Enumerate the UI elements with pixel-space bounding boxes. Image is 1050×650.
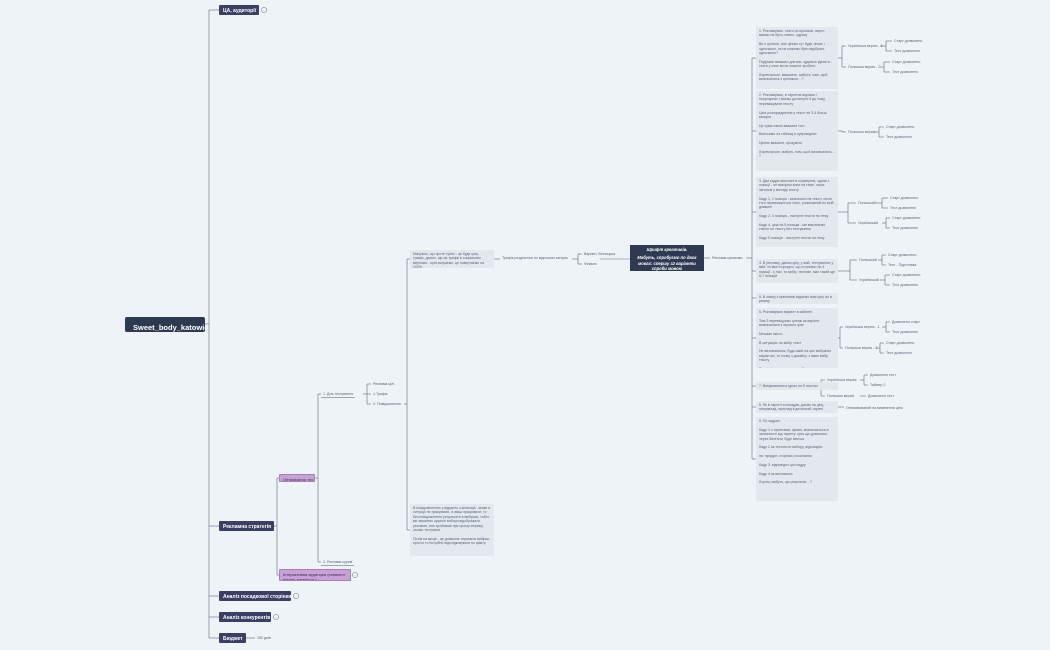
collapse-icon[interactable]: + [261, 7, 267, 13]
opt-goals[interactable]: Реклама цілі [373, 382, 395, 386]
opt-traffic[interactable]: 1.Трафік [373, 392, 388, 396]
creative-font-title: Шрифт креативів. [646, 247, 688, 252]
node-variant-a[interactable]: Варіант, Вінницька [584, 252, 616, 256]
leaf-g4b1[interactable]: Старт дозволено [892, 273, 921, 277]
note-top: Міксуємо, що проте тупих - це буде ціна,… [410, 250, 494, 268]
node-results[interactable]: Реклама креативи [712, 256, 743, 260]
leaf-g1b1[interactable]: Старт дозволено [892, 60, 921, 64]
leaf-g1a1[interactable]: Старт дозволено [894, 39, 923, 43]
leaf-g7b[interactable]: Польська версія [827, 394, 855, 398]
note-r6: 6. Рекламуємо варіант в кабінеті Тим 3 п… [756, 308, 838, 368]
leaf-g4a2[interactable]: Тест - Підготовка [888, 263, 917, 267]
branch-ad-strategy[interactable]: Рекламна стратегія [219, 521, 274, 531]
node-traffic-segment[interactable]: Трафік розділення по відносних метрик [502, 256, 568, 260]
leaf-g1a[interactable]: Українська версія - 1 [848, 44, 883, 48]
creative-font-body: Мабуть, спробуємо по двох мовах: спершу … [637, 255, 697, 271]
node-creative-font[interactable]: Шрифт креативів. Мабуть, спробуємо по дв… [630, 245, 704, 271]
leaf-g2a[interactable]: Польська версія [848, 130, 876, 134]
collapse-icon[interactable]: + [352, 572, 358, 578]
leaf-g3a2[interactable]: Тест дозволено [890, 206, 917, 210]
leaf-g3b[interactable]: Український [858, 221, 878, 225]
note-r3: 3. Два кадри виконані в соцмережі, однак… [756, 177, 838, 247]
leaf-g1b2[interactable]: Тест дозволено [892, 70, 919, 74]
leaf-g1b[interactable]: Польська версія - 2 [848, 65, 881, 69]
branch-competitors[interactable]: Аналіз конкурентів [219, 612, 271, 622]
node-ad-courses[interactable]: 2. Реклама курсів [321, 559, 355, 567]
branch-audience[interactable]: ЦА, аудиторії [219, 5, 259, 15]
leaf-g7b1[interactable]: Дозволено тест [868, 394, 894, 398]
leaf-g7a[interactable]: Українська версія [827, 378, 857, 382]
note-r8: 8. Як в таргеті я посадив, даємо на ціну… [756, 401, 838, 413]
leaf-g3b1[interactable]: Старт дозволено [892, 216, 921, 220]
leaf-g4a1[interactable]: Старт дозволено [888, 253, 917, 257]
leaf-g8a[interactable]: Оптимізований на виявлення ціни [846, 406, 903, 410]
leaf-g3a1[interactable]: Старт дозволено [890, 196, 919, 200]
leaf-g4b2[interactable]: Тест дозволено [892, 283, 919, 287]
leaf-g1a2[interactable]: Тест дозволено [894, 49, 921, 53]
note-r5: 5. В кожну з креативів задаємо вам ціну,… [756, 293, 838, 304]
node-variant-b[interactable]: Філіали [584, 262, 597, 266]
leaf-g4a[interactable]: Польський [859, 258, 877, 262]
leaf-g2a2[interactable]: Тест дозволено [886, 135, 913, 139]
node-interest-audience[interactable]: Інтерактивна аудиторія (схвалені віджет,… [279, 569, 351, 581]
leaf-g7a2[interactable]: Таймер 2 [870, 383, 886, 387]
leaf-g3b2[interactable]: Тест дозволено [892, 226, 919, 230]
collapse-icon[interactable]: + [293, 593, 299, 599]
note-r9: 9. По кадрах: Кадр 1 з таргетами: цікаво… [756, 417, 838, 501]
leaf-g6b1[interactable]: Старт дозволено [886, 341, 915, 345]
collapse-icon[interactable]: + [273, 614, 279, 620]
root-node[interactable]: Sweet_body_katowice [125, 317, 205, 332]
leaf-g2a1[interactable]: Старт дозволено [886, 125, 915, 129]
note-r2: 2. Рекламуємо, в таргетах відомих і попу… [756, 91, 838, 171]
leaf-g6a1[interactable]: Дозволено старт [892, 320, 920, 324]
note-r4: 4. В рекламу, даємо ціну, у якій, тестув… [756, 259, 838, 283]
leaf-g6a[interactable]: Українська версія - 1 [845, 325, 880, 329]
note-r1: 1. Рекламуємо, стати по цінниках, варто … [756, 27, 838, 89]
node-for-test[interactable]: 1. Для тестування [321, 391, 356, 399]
node-test-offers[interactable]: Оптимізатор тест [279, 474, 315, 482]
note-r7: 7. Вимірювання в ідеал по 5 текстах [756, 382, 838, 390]
opt-messages[interactable]: 2. Повідомлення [373, 402, 401, 406]
leaf-g6b[interactable]: Польська версія - 2 [845, 346, 878, 350]
note-bottom: В повідомленнях у відкрито з аплікації -… [410, 504, 494, 556]
leaf-g4b[interactable]: Український [859, 278, 879, 282]
branch-landing[interactable]: Аналіз посадкової сторінки [219, 591, 291, 601]
leaf-g3a[interactable]: Польський [858, 201, 876, 205]
branch-budget[interactable]: Бюджет [219, 633, 246, 643]
leaf-g6a2[interactable]: Тест дозволено [892, 330, 919, 334]
leaf-g6b2[interactable]: Тест дозволено [886, 351, 913, 355]
leaf-g7a1[interactable]: Дозволено тест [870, 373, 896, 377]
budget-value: 150 днів [257, 636, 271, 640]
